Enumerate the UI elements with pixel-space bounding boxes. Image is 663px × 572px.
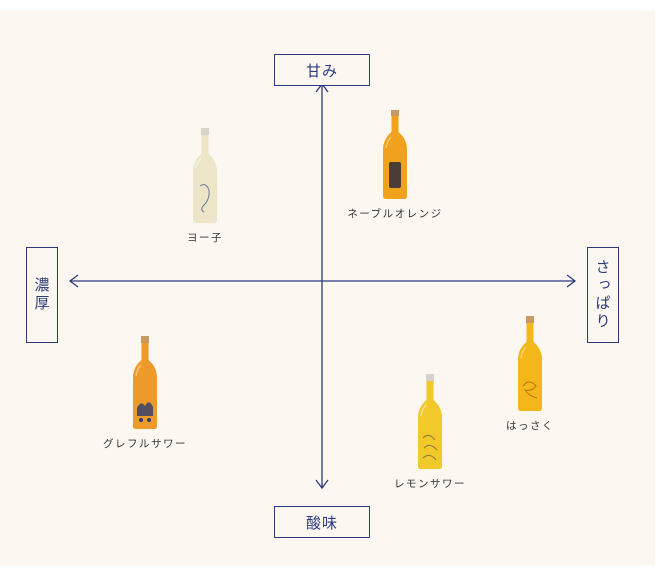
product-name: ヨー子 — [187, 232, 223, 244]
product-name: ネーブルオレンジ — [347, 208, 443, 220]
axis-label-acidity: 酸味 — [274, 506, 370, 538]
arrow-down-icon — [315, 479, 329, 490]
arrow-right-icon — [566, 274, 577, 288]
bottle-icon — [193, 128, 217, 223]
arrow-left-icon — [68, 274, 79, 288]
product-name: レモンサワー — [394, 478, 466, 490]
bottle-icon — [133, 336, 157, 429]
bottle-icon — [418, 374, 442, 469]
taste-axes — [68, 82, 577, 490]
product-name: グレフルサワー — [103, 438, 187, 450]
product-grapefruit-sour[interactable]: グレフルサワー — [95, 336, 195, 451]
taste-map-panel: 甘み 酸味 濃厚 さっぱり ヨー子 ネーブルオレンジ — [0, 10, 655, 566]
product-lemon-sour[interactable]: レモンサワー — [385, 374, 475, 491]
product-yogurt[interactable]: ヨー子 — [175, 128, 235, 245]
product-hassaku[interactable]: はっさく — [495, 316, 565, 433]
axis-label-sweetness: 甘み — [274, 54, 370, 86]
product-navel-orange[interactable]: ネーブルオレンジ — [335, 110, 455, 221]
axis-label-refreshing: さっぱり — [587, 247, 619, 343]
bottle-icon — [383, 110, 407, 199]
bottle-icon — [518, 316, 542, 411]
product-name: はっさく — [506, 420, 554, 432]
axis-label-rich: 濃厚 — [26, 247, 58, 343]
